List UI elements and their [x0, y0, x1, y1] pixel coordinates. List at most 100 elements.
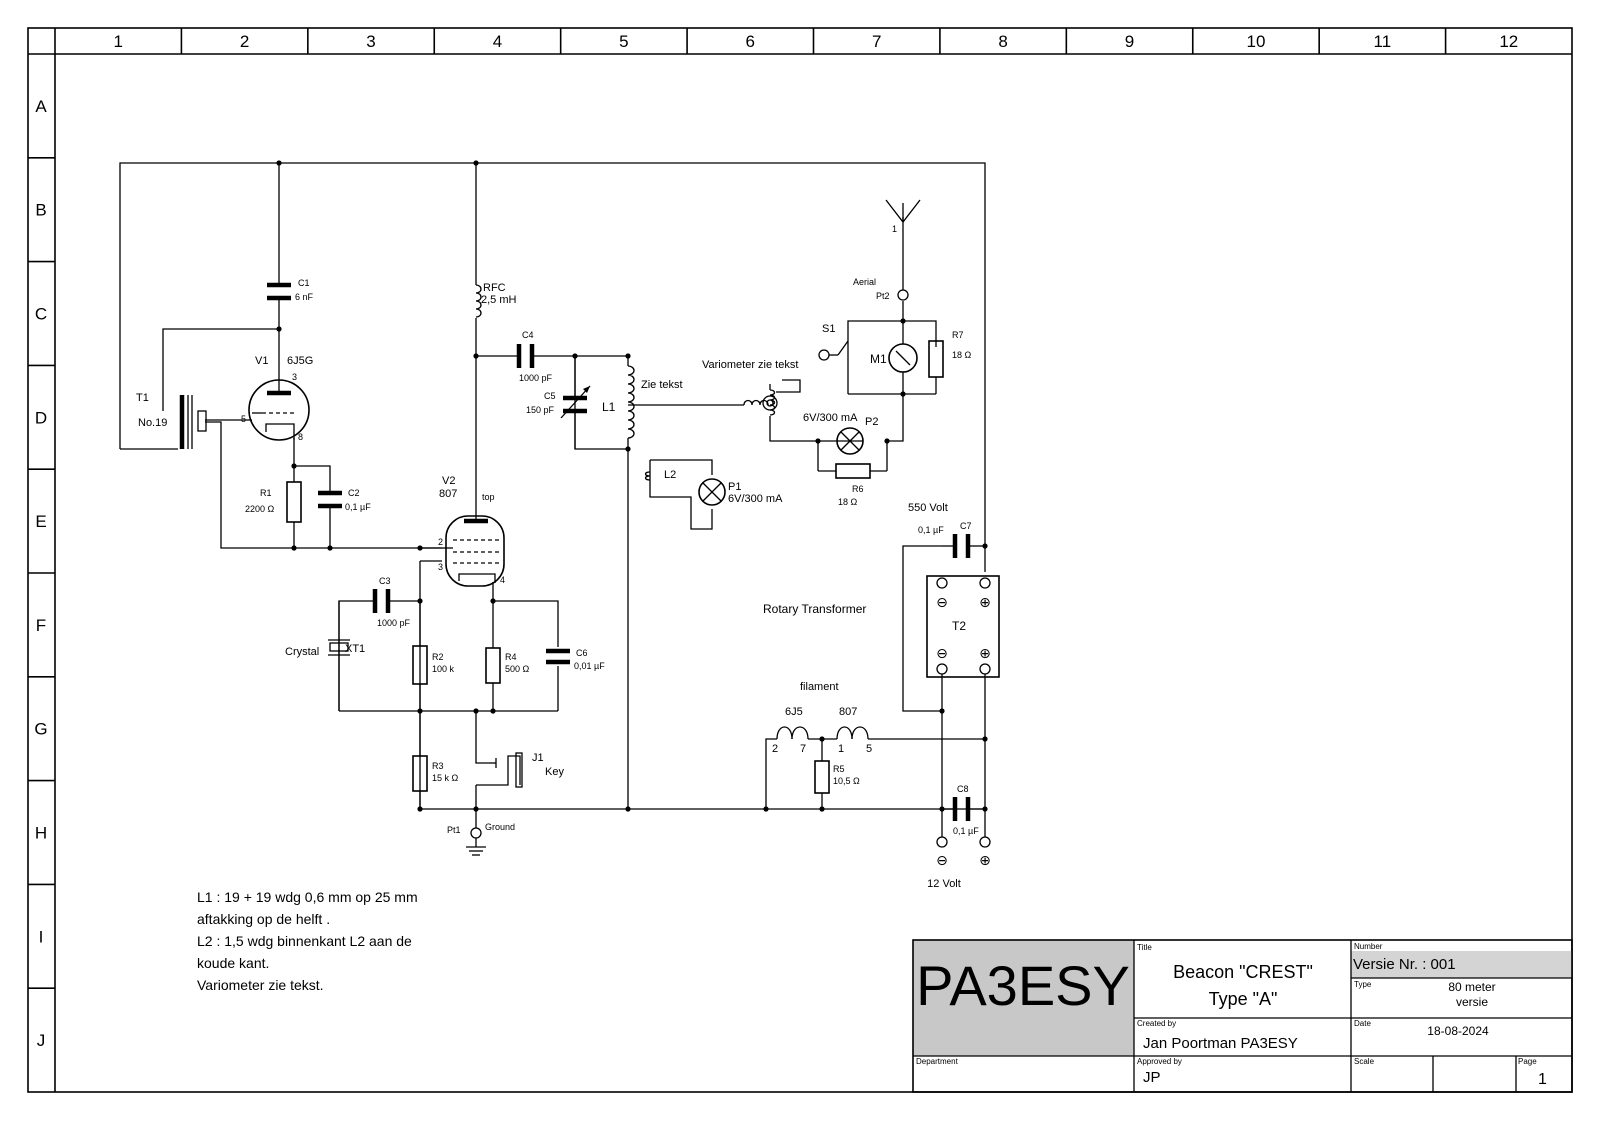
svg-text:6V/300 mA: 6V/300 mA — [803, 412, 858, 424]
svg-text:C7: C7 — [960, 521, 972, 531]
svg-text:JP: JP — [1143, 1069, 1161, 1086]
svg-text:Page: Page — [1518, 1057, 1537, 1066]
row-dividers — [28, 157, 55, 990]
column-label: 7 — [872, 32, 881, 51]
svg-text:5: 5 — [241, 414, 246, 424]
svg-text:18 Ω: 18 Ω — [838, 497, 858, 507]
capacitor-c2: C2 0,1 µF — [318, 488, 371, 512]
svg-text:0,1 µF: 0,1 µF — [345, 502, 371, 512]
svg-text:12 Volt: 12 Volt — [927, 878, 961, 890]
svg-text:C5: C5 — [544, 391, 556, 401]
junction-dot — [884, 438, 890, 444]
junction-dot — [819, 736, 825, 742]
svg-text:0,1 µF: 0,1 µF — [953, 826, 979, 836]
column-label: 4 — [493, 32, 502, 51]
title-block: PA3ESY Title Beacon "CREST" Type "A" Num… — [912, 939, 1573, 1093]
svg-text:M1: M1 — [870, 352, 887, 366]
junction-dot — [939, 708, 945, 714]
svg-text:500 Ω: 500 Ω — [505, 664, 530, 674]
junction-dot — [625, 353, 631, 359]
svg-text:L1: L1 — [602, 400, 616, 414]
svg-text:R4: R4 — [505, 652, 517, 662]
junction-dot — [473, 160, 479, 166]
svg-text:Created by: Created by — [1137, 1019, 1176, 1028]
drawing-frame — [27, 27, 1573, 1093]
svg-text:3: 3 — [438, 562, 443, 572]
junction-dot — [276, 326, 282, 332]
junction-dot — [982, 806, 988, 812]
svg-text:2: 2 — [772, 743, 778, 755]
svg-text:C3: C3 — [379, 576, 391, 586]
row-label: E — [35, 512, 46, 531]
resistor-r7: R7 18 Ω — [928, 330, 972, 378]
column-label: 3 — [366, 32, 375, 51]
svg-text:T1: T1 — [136, 392, 149, 404]
svg-text:6J5G: 6J5G — [287, 355, 313, 367]
antenna-icon: 1 — [885, 199, 921, 234]
lamp-p2: P2 6V/300 mA — [803, 412, 878, 455]
svg-text:807: 807 — [839, 706, 857, 718]
svg-text:Type: Type — [1354, 980, 1372, 989]
svg-text:2,5 mH: 2,5 mH — [481, 294, 517, 306]
tube-v1: V1 6J5G 3 5 8 — [241, 355, 313, 442]
logo-text: PA3ESY — [916, 954, 1130, 1017]
svg-text:No.19: No.19 — [138, 417, 167, 429]
svg-text:6V/300 mA: 6V/300 mA — [728, 493, 783, 505]
note-line: aftakking op de helft . — [197, 911, 330, 927]
row-label: A — [35, 97, 47, 116]
svg-text:C2: C2 — [348, 488, 360, 498]
column-label: 1 — [113, 32, 122, 51]
svg-text:Date: Date — [1354, 1019, 1371, 1028]
capacitor-c1: C1 6 nF — [267, 278, 314, 302]
svg-text:⊕: ⊕ — [979, 852, 991, 868]
junction-dot — [490, 598, 496, 604]
svg-text:Rotary Transformer: Rotary Transformer — [763, 602, 866, 616]
junction-dot — [815, 438, 821, 444]
svg-text:Scale: Scale — [1354, 1057, 1375, 1066]
svg-text:8: 8 — [298, 432, 303, 442]
row-label: F — [36, 616, 46, 635]
junction-dot — [625, 446, 631, 452]
junction-dot — [417, 806, 423, 812]
column-label: 10 — [1246, 32, 1265, 51]
svg-text:2200 Ω: 2200 Ω — [245, 504, 275, 514]
supply-12v-terminals: ⊖ ⊕ 12 Volt — [927, 836, 991, 890]
junction-dot — [291, 545, 297, 551]
capacitor-c6: C6 0,01 µF — [546, 648, 605, 671]
svg-text:S1: S1 — [822, 323, 835, 335]
row-label: D — [35, 408, 47, 427]
svg-text:4: 4 — [500, 575, 505, 585]
resistor-r1: R1 2200 Ω — [245, 481, 302, 523]
row-label: I — [39, 927, 44, 946]
row-label: H — [35, 824, 47, 843]
svg-text:Number: Number — [1354, 942, 1383, 951]
svg-text:C1: C1 — [298, 278, 310, 288]
junction-dot — [417, 598, 423, 604]
aerial-pt2: Aerial Pt2 — [853, 277, 909, 301]
junction-dot — [473, 353, 479, 359]
inductor-l1: Zie tekst L1 — [602, 365, 683, 439]
svg-text:C4: C4 — [522, 330, 534, 340]
column-label: 6 — [746, 32, 755, 51]
wiring — [119, 162, 986, 838]
column-label: 9 — [1125, 32, 1134, 51]
svg-text:1000 pF: 1000 pF — [377, 618, 411, 628]
svg-text:R7: R7 — [952, 330, 964, 340]
row-label: C — [35, 305, 47, 324]
svg-text:T2: T2 — [952, 619, 966, 633]
svg-text:R6: R6 — [852, 484, 864, 494]
row-label: G — [34, 720, 47, 739]
junction-dot — [490, 708, 496, 714]
svg-text:150 pF: 150 pF — [526, 405, 555, 415]
svg-text:Title: Title — [1137, 943, 1152, 952]
junction-dot — [327, 545, 333, 551]
junction-dot — [763, 806, 769, 812]
row-label: B — [35, 201, 46, 220]
svg-text:1: 1 — [1538, 1071, 1547, 1088]
note-line: koude kant. — [197, 955, 269, 971]
svg-text:C8: C8 — [957, 784, 969, 794]
resistor-r4: R4 500 Ω — [485, 647, 530, 684]
svg-text:18-08-2024: 18-08-2024 — [1427, 1024, 1489, 1038]
